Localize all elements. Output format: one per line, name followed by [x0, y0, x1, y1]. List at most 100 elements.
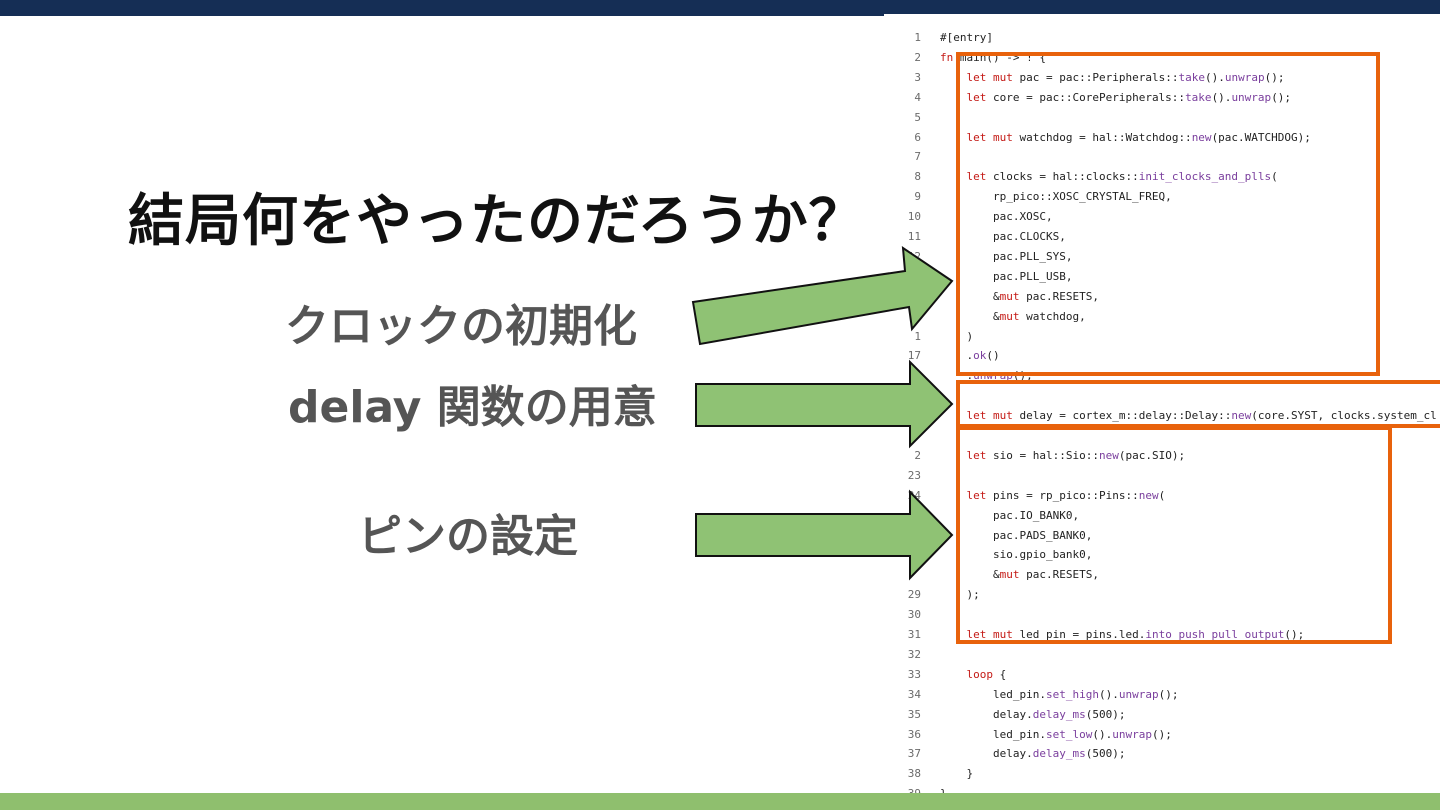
line-number: 5: [914, 110, 921, 124]
code-line: &mut pac.RESETS,: [884, 565, 1099, 585]
code-line: 1 ): [884, 327, 973, 347]
code-text: loop {: [966, 667, 1007, 681]
code-line: &mut watchdog,: [884, 307, 1086, 327]
code-text: &mut watchdog,: [940, 309, 1086, 323]
code-text: delay.delay_ms(500);: [940, 707, 1126, 721]
code-line: [884, 426, 921, 446]
line-number: 32: [907, 647, 921, 661]
code-line: 11 pac.CLOCKS,: [884, 227, 1066, 247]
line-number: 12: [907, 249, 921, 263]
code-line: 6 let mut watchdog = hal::Watchdog::new(…: [884, 128, 1311, 148]
code-text: let mut watchdog = hal::Watchdog::new(pa…: [966, 130, 1311, 144]
code-line: 32: [884, 645, 921, 665]
code-line: 30: [884, 605, 921, 625]
code-line: 36 led_pin.set_low().unwrap();: [884, 725, 1172, 745]
code-text: sio.gpio_bank0,: [940, 548, 1093, 562]
code-text: pac.PLL_SYS,: [940, 249, 1073, 263]
code-text: &mut pac.RESETS,: [940, 289, 1099, 303]
code-text: }: [940, 784, 947, 793]
line-number: 6: [914, 130, 921, 144]
line-number: 34: [907, 687, 921, 701]
line-number: 9: [914, 190, 921, 204]
bottom-bar: [0, 793, 1440, 810]
code-line: 23: [884, 466, 921, 486]
code-text: led_pin.set_high().unwrap();: [940, 687, 1179, 701]
line-number: 10: [907, 210, 921, 224]
code-line: 35 delay.delay_ms(500);: [884, 705, 1126, 725]
code-line: sio.gpio_bank0,: [884, 545, 1092, 565]
line-number: 38: [907, 767, 921, 781]
code-line: 3 let mut pac = pac::Peripherals::take()…: [884, 68, 1284, 88]
line-number: 31: [907, 628, 921, 641]
code-text: let mut delay = cortex_m::delay::Delay::…: [966, 409, 1437, 423]
label-clock-init: クロックの初期化: [285, 301, 637, 352]
code-text: pac.PLL_USB,: [940, 269, 1073, 283]
code-text: #[entry]: [940, 31, 993, 44]
code-line: &mut pac.RESETS,: [884, 287, 1099, 307]
line-number: 18: [907, 369, 921, 383]
code-line: 7: [884, 147, 921, 167]
code-line: 8 let clocks = hal::clocks::init_clocks_…: [884, 167, 1277, 187]
line-number: 37: [907, 747, 921, 761]
line-number: 33: [907, 667, 921, 681]
code-text: pac.PADS_BANK0,: [940, 528, 1093, 542]
code-line: 24 let pins = rp_pico::Pins::new(: [884, 486, 1165, 506]
code-line: 9 rp_pico::XOSC_CRYSTAL_FREQ,: [884, 187, 1171, 207]
line-number: 36: [907, 727, 921, 741]
line-number: 2: [914, 448, 921, 462]
code-text: }: [940, 767, 974, 781]
line-number: 4: [914, 90, 921, 104]
highlight-box-delay: [956, 380, 1440, 428]
line-number: 35: [907, 707, 921, 721]
code-line: 1#[entry]: [884, 28, 993, 48]
line-number: 8: [914, 170, 921, 184]
code-text: ): [940, 329, 974, 343]
code-text: pac.CLOCKS,: [940, 230, 1066, 243]
line-number: 7: [914, 150, 921, 164]
code-text: let core = pac::CorePeripherals::take().…: [966, 90, 1292, 104]
code-line: pac.PLL_USB,: [884, 267, 1072, 287]
slide-title: 結局何をやったのだろうか？: [128, 189, 866, 254]
code-line: let mut delay = cortex_m::delay::Delay::…: [884, 406, 1437, 426]
code-text: );: [940, 588, 980, 602]
code-text: &mut pac.RESETS,: [940, 568, 1099, 582]
code-line: 29 );: [884, 585, 980, 605]
code-line: 17 .ok(): [884, 346, 1000, 366]
code-line: 12 pac.PLL_SYS,: [884, 247, 1073, 267]
label-pin-setup: ピンの設定: [358, 511, 578, 562]
code-line: 38 }: [884, 764, 973, 784]
highlight-box-pins: [956, 426, 1392, 644]
code-text: pac.IO_BANK0,: [940, 508, 1080, 522]
code-text: let clocks = hal::clocks::init_clocks_an…: [966, 170, 1278, 184]
line-number: 3: [914, 70, 921, 84]
line-number: 17: [907, 349, 921, 363]
code-text: delay.delay_ms(500);: [940, 747, 1126, 761]
line-number: 30: [907, 608, 921, 622]
code-text: rp_pico::XOSC_CRYSTAL_FREQ,: [940, 190, 1172, 204]
line-number: 39: [884, 784, 921, 793]
top-bar: [0, 0, 1440, 16]
code-text: let pins = rp_pico::Pins::new(: [966, 488, 1166, 502]
code-text: let mut pac = pac::Peripherals::take().u…: [966, 70, 1285, 84]
code-line: 2 let sio = hal::Sio::new(pac.SIO);: [884, 446, 1185, 466]
code-line: 34 led_pin.set_high().unwrap();: [884, 685, 1179, 705]
code-line: 4 let core = pac::CorePeripherals::take(…: [884, 88, 1291, 108]
code-line: [884, 386, 921, 406]
code-text: pac.XOSC,: [940, 210, 1053, 224]
line-number: 1: [914, 329, 921, 343]
line-number: 29: [907, 588, 921, 602]
code-line: 33 loop {: [884, 665, 1007, 685]
code-text: let mut led_pin = pins.led.into_push_pul…: [966, 628, 1305, 641]
line-number: 11: [907, 230, 921, 243]
code-text: let sio = hal::Sio::new(pac.SIO);: [966, 448, 1186, 462]
code-line: 31 let mut led_pin = pins.led.into_push_…: [884, 625, 1305, 645]
code-line: pac.PADS_BANK0,: [884, 526, 1092, 546]
code-line: 18 .unwrap();: [884, 366, 1033, 386]
line-number: 23: [907, 468, 921, 482]
code-text: .ok(): [940, 349, 1000, 363]
code-line: 5: [884, 108, 921, 128]
line-number: 24: [907, 488, 921, 502]
code-line: 10 pac.XOSC,: [884, 207, 1053, 227]
